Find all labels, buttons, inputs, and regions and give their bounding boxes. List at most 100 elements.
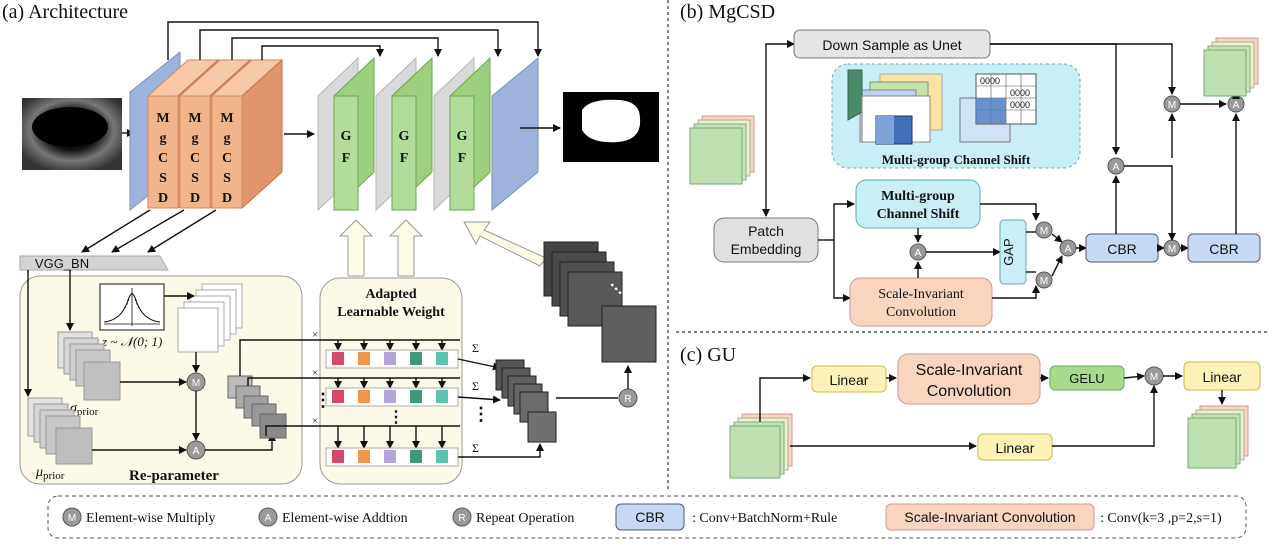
svg-text:M: M bbox=[1040, 276, 1048, 287]
gf-block-3: G F bbox=[433, 56, 491, 212]
weight-arrow-2 bbox=[388, 219, 424, 277]
svg-text:Σ: Σ bbox=[472, 379, 479, 393]
svg-text:Element-wise Addtion: Element-wise Addtion bbox=[282, 511, 408, 526]
mgcsd-input-stack bbox=[689, 115, 755, 185]
svg-text:g: g bbox=[192, 131, 199, 146]
panel-architecture: M g C S D M g C S D M g C S D bbox=[19, 21, 659, 485]
weight-row-2: × Σ bbox=[247, 367, 479, 407]
svg-text:: Conv(k=3 ,p=2,s=1): : Conv(k=3 ,p=2,s=1) bbox=[1100, 511, 1222, 526]
legend-add: A Element-wise Addtion bbox=[258, 507, 408, 527]
svg-text:C: C bbox=[190, 151, 200, 166]
svg-text:M: M bbox=[68, 513, 76, 524]
svg-text:×: × bbox=[312, 415, 318, 427]
panel-mgcsd: Down Sample as Unet 0000 0000 bbox=[689, 29, 1261, 327]
ultrasound-input-image bbox=[22, 98, 122, 170]
legend-cbr: CBR : Conv+BatchNorm+Rule bbox=[615, 503, 837, 531]
sigma-prior-label: σprior bbox=[70, 401, 99, 418]
svg-text:A: A bbox=[193, 446, 200, 457]
svg-text:Linear: Linear bbox=[1203, 369, 1242, 385]
svg-text:Convolution: Convolution bbox=[927, 383, 1012, 400]
add-op-mgcsd-2: A bbox=[1059, 239, 1077, 257]
down-sample-box: Down Sample as Unet bbox=[793, 29, 991, 59]
mcs-shifted-cubes bbox=[847, 69, 943, 145]
svg-text:Σ: Σ bbox=[472, 441, 479, 455]
svg-text:Convolution: Convolution bbox=[886, 305, 956, 320]
svg-text:GAP: GAP bbox=[1001, 238, 1016, 265]
svg-text:D: D bbox=[158, 191, 168, 206]
gu-multiply-op: M bbox=[1144, 366, 1164, 386]
row-ellipsis-left: ⋮ bbox=[314, 390, 332, 410]
svg-text:S: S bbox=[159, 171, 167, 186]
scale-invariant-conv-box: Scale-Invariant Convolution bbox=[849, 277, 993, 327]
panel-a-title: (a) Architecture bbox=[2, 1, 128, 23]
svg-text:Channel Shift: Channel Shift bbox=[877, 207, 960, 222]
svg-text:S: S bbox=[223, 171, 231, 186]
svg-text:D: D bbox=[190, 191, 200, 206]
row-ellipsis-mid: ⋮ bbox=[388, 409, 404, 426]
svg-text:0000: 0000 bbox=[1010, 88, 1030, 98]
cbr-box-2: CBR bbox=[1187, 233, 1261, 263]
add-op-mgcsd-3: A bbox=[1107, 157, 1125, 175]
z-distribution-label: z ~ 𝒩(0; 1) bbox=[101, 334, 162, 349]
svg-text:F: F bbox=[342, 151, 351, 166]
svg-text:M: M bbox=[192, 378, 200, 389]
gu-output-stack bbox=[1187, 405, 1249, 469]
svg-text:Linear: Linear bbox=[830, 372, 869, 388]
patch-embedding-box: Patch Embedding bbox=[713, 217, 819, 263]
svg-text:g: g bbox=[160, 131, 167, 146]
svg-text:: Conv+BatchNorm+Rule: : Conv+BatchNorm+Rule bbox=[692, 511, 837, 526]
multiply-op-mgcsd-2: M bbox=[1035, 271, 1053, 289]
multiply-op-mgcsd-4: M bbox=[1163, 95, 1181, 113]
svg-text:A: A bbox=[1233, 100, 1240, 111]
repeated-feature-stack: ⋮ bbox=[543, 241, 657, 363]
svg-text:C: C bbox=[158, 151, 168, 166]
legend-multiply: M Element-wise Multiply bbox=[62, 507, 215, 527]
gu-linear-bottom: Linear bbox=[977, 433, 1053, 461]
svg-text:G: G bbox=[457, 129, 468, 144]
svg-text:M: M bbox=[1168, 244, 1176, 255]
svg-text:CBR: CBR bbox=[635, 509, 665, 525]
svg-text:M: M bbox=[156, 111, 169, 126]
panel-c-title: (c) GU bbox=[680, 344, 737, 366]
weight-row-3: × Σ bbox=[265, 415, 479, 467]
svg-text:M: M bbox=[188, 111, 201, 126]
panel-b-title: (b) MgCSD bbox=[680, 1, 775, 23]
gf-block-2: G F bbox=[375, 56, 433, 212]
gu-gelu: GELU bbox=[1049, 365, 1125, 391]
svg-text:M: M bbox=[1040, 226, 1048, 237]
gu-scale-invariant-conv: Scale-Invariant Convolution bbox=[897, 353, 1041, 405]
svg-text:F: F bbox=[458, 151, 467, 166]
gap-box: GAP bbox=[999, 219, 1027, 285]
noise-feature-stack bbox=[177, 283, 243, 353]
mu-prior-stack bbox=[27, 397, 93, 465]
svg-text:Repeat Operation: Repeat Operation bbox=[476, 511, 574, 526]
mcs-grid: 0000 0000 0000 bbox=[959, 73, 1037, 143]
weight-arrow-3 bbox=[463, 221, 547, 267]
gu-input-stack bbox=[729, 413, 793, 479]
mgcsd-output-stack bbox=[1203, 37, 1259, 97]
add-op-reparam: A bbox=[186, 440, 206, 460]
svg-text:VGG_BN: VGG_BN bbox=[35, 256, 89, 271]
svg-text:A: A bbox=[1065, 244, 1072, 255]
svg-text:CBR: CBR bbox=[1107, 241, 1137, 257]
svg-text:C: C bbox=[222, 151, 232, 166]
svg-text:GELU: GELU bbox=[1069, 371, 1104, 386]
gaussian-plot bbox=[99, 283, 165, 331]
add-op-mgcsd-1: A bbox=[909, 243, 927, 261]
sigma-prior-stack bbox=[57, 331, 121, 401]
panel-gu: Linear Scale-Invariant Convolution GELU … bbox=[729, 353, 1261, 479]
svg-text:A: A bbox=[915, 248, 922, 259]
mgcsd-block-3: M g C S D bbox=[210, 58, 284, 210]
repeat-op: R bbox=[618, 388, 638, 408]
svg-text:Patch: Patch bbox=[748, 223, 784, 239]
decoder-output-slab bbox=[491, 56, 539, 212]
svg-text:Scale-Invariant: Scale-Invariant bbox=[916, 362, 1023, 379]
adapted-label-line2: Learnable Weight bbox=[337, 305, 445, 320]
svg-text:Multi-group: Multi-group bbox=[881, 189, 955, 204]
svg-text:Linear: Linear bbox=[996, 440, 1035, 456]
svg-text:×: × bbox=[312, 329, 318, 341]
gu-linear-top: Linear bbox=[811, 365, 887, 393]
svg-text:D: D bbox=[222, 191, 232, 206]
svg-text:R: R bbox=[624, 394, 631, 405]
